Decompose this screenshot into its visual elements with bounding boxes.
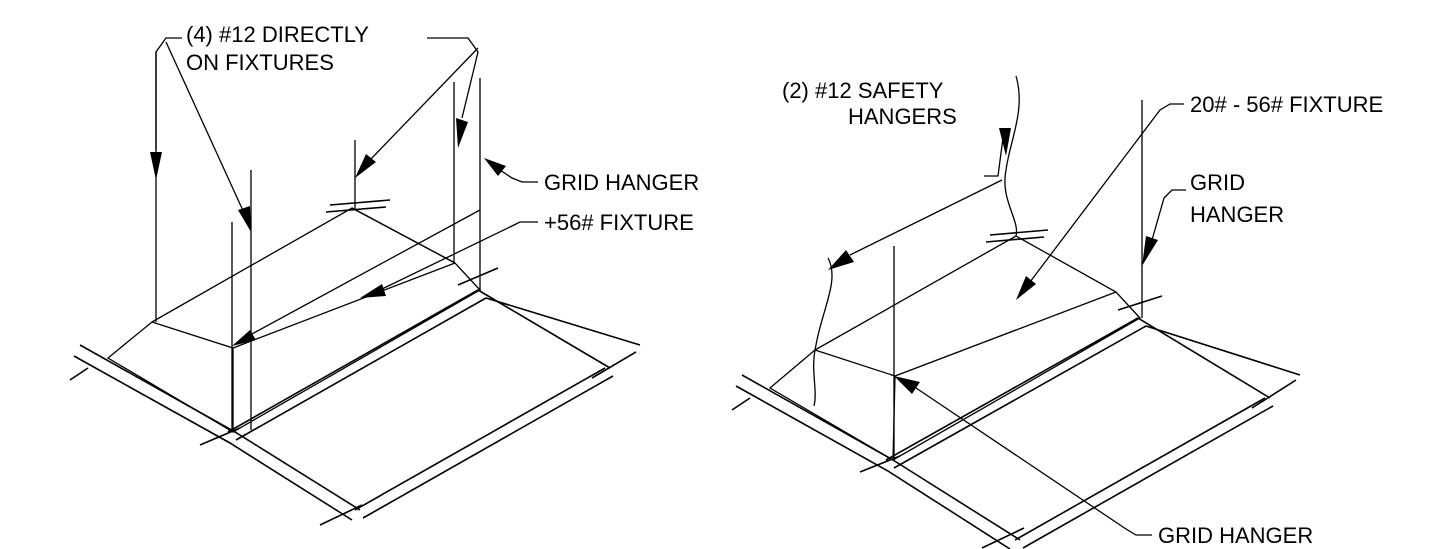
left-hanger-wires	[155, 52, 481, 432]
right-leaders	[828, 103, 1186, 536]
right-detail: (2) #12 SAFETY HANGERS 20# - 56# FIXTURE…	[731, 75, 1383, 549]
arrow-fixture	[1016, 276, 1036, 300]
arrow-grid-right	[1142, 236, 1158, 266]
left-grid-hanger-label: GRID HANGER	[544, 170, 699, 195]
arrow-5	[484, 158, 506, 176]
left-detail: (4) #12 DIRECTLY ON FIXTURES GRID HANGER…	[69, 22, 699, 526]
right-grid-hanger-label-line1: GRID	[1190, 170, 1245, 195]
arrow-2	[238, 206, 251, 232]
left-wires-label-line2: ON FIXTURES	[186, 50, 334, 75]
arrow-7	[232, 330, 256, 346]
right-grid-hanger-bottom-label: GRID HANGER	[1158, 523, 1313, 548]
arrow-1	[150, 152, 162, 180]
safety-wire-1	[1004, 75, 1020, 237]
right-safety-label-line1: (2) #12 SAFETY	[782, 78, 944, 103]
arrow-grid-front	[894, 376, 920, 394]
arrow-safety-1	[999, 128, 1011, 156]
right-grid-hanger-label-line2: HANGER	[1190, 202, 1284, 227]
arrow-6	[360, 284, 386, 298]
right-fixture-label: 20# - 56# FIXTURE	[1190, 92, 1383, 117]
right-hanger-wires	[813, 75, 1143, 460]
arrow-4	[355, 154, 376, 178]
left-leaders	[150, 37, 538, 346]
left-wires-label-line1: (4) #12 DIRECTLY	[186, 22, 369, 47]
left-fixture-label: +56# FIXTURE	[544, 210, 694, 235]
right-ceiling-grid	[731, 229, 1301, 549]
left-ceiling-grid	[69, 199, 641, 526]
safety-wire-2	[813, 257, 833, 407]
right-safety-label-line2: HANGERS	[848, 104, 957, 129]
arrow-safety-2	[828, 250, 854, 270]
arrow-3	[456, 118, 468, 148]
